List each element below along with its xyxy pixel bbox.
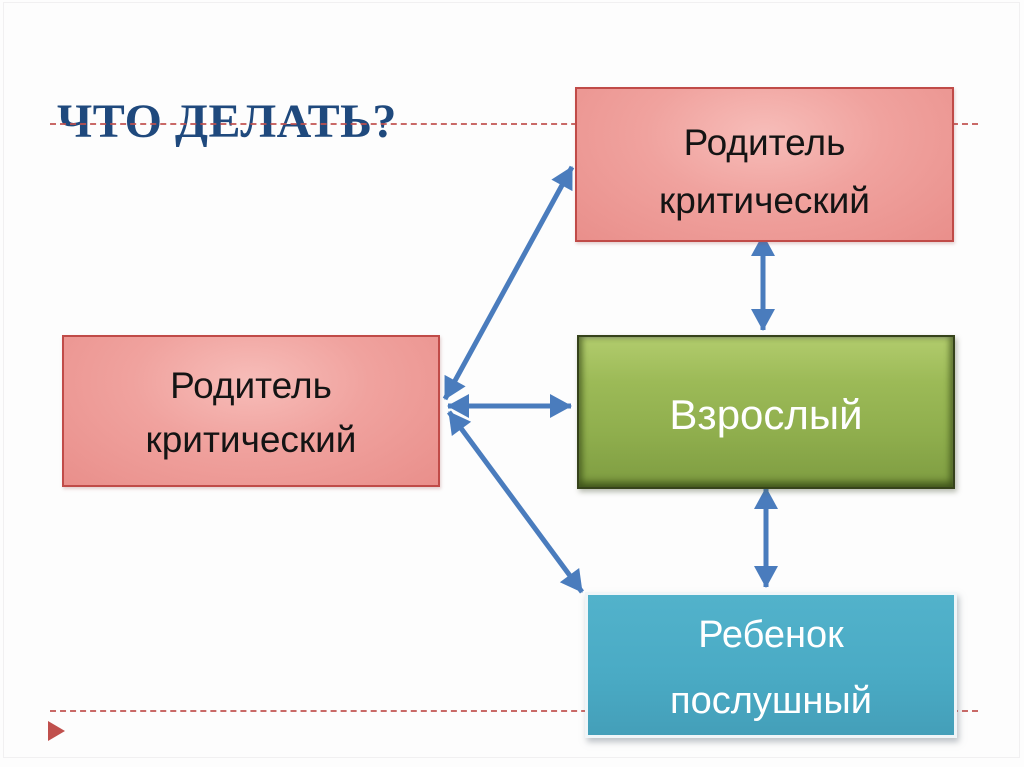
connector-left-parent-to-top-parent [442, 165, 575, 401]
box-label-line: критический [145, 419, 357, 460]
box-label-line: Взрослый [669, 391, 863, 438]
box-label-line: критический [659, 179, 870, 221]
box-parent-critical-left: Родитель критический [62, 335, 440, 487]
box-label-line: послушный [670, 679, 872, 722]
footer-triangle-icon [48, 721, 65, 741]
connector-left-parent-to-child [446, 410, 585, 594]
box-adult: Взрослый [577, 335, 955, 489]
box-child-obedient: Ребенок послушный [585, 592, 957, 738]
top-dashed-divider [50, 123, 978, 125]
bottom-dashed-divider [50, 710, 978, 712]
box-label-line: Ребенок [698, 613, 844, 656]
box-label-line: Родитель [683, 121, 846, 163]
box-parent-critical-top: Родитель критический [575, 87, 954, 242]
box-label-line: Родитель [170, 365, 332, 406]
slide-title: ЧТО ДЕЛАТЬ? [57, 95, 397, 149]
